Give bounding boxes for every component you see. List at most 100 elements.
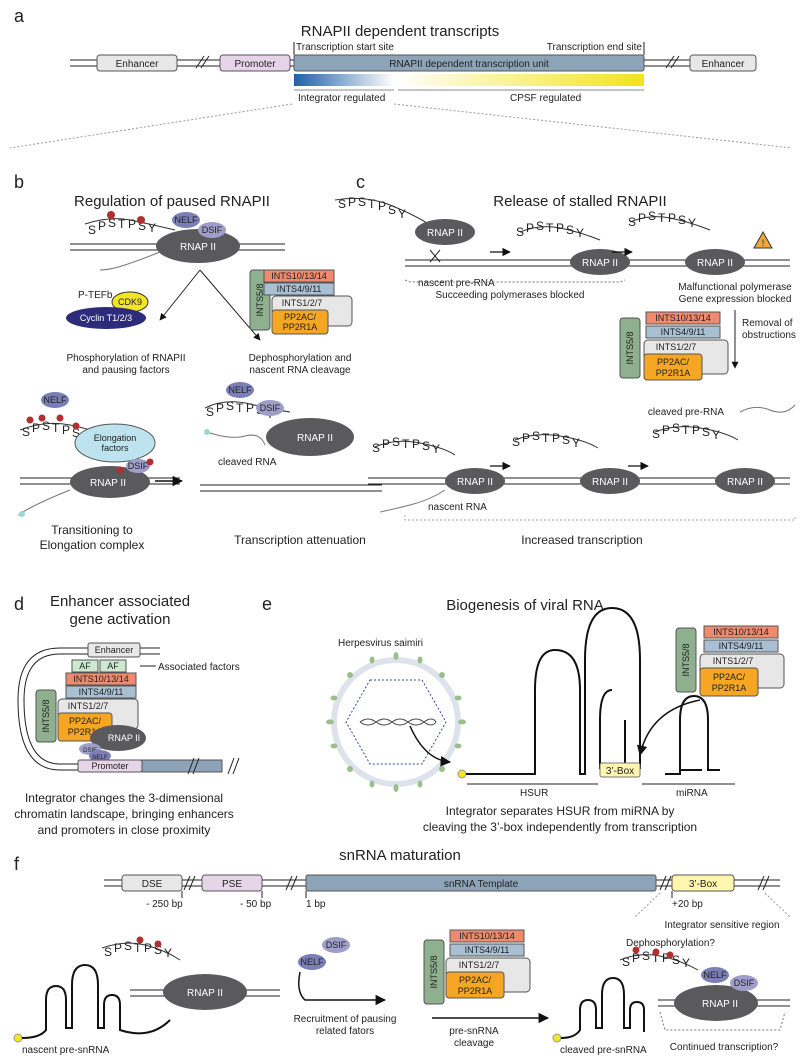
rnap-ii (685, 249, 745, 275)
dephosphorylation-label: Dephosphorylation? (626, 938, 715, 949)
cleavage-label-1: pre-snRNA (449, 1026, 499, 1037)
svg-text:RNAP II: RNAP II (582, 258, 618, 269)
virus-label: Herpesvirus saimiri (338, 638, 423, 649)
p20-label: +20 bp (672, 899, 703, 910)
svg-text:NELF: NELF (43, 395, 67, 405)
svg-text:S: S (532, 429, 540, 443)
panel-d-caption-1: Integrator changes the 3-dimensional (25, 791, 223, 805)
enhancer-box (87, 642, 141, 658)
promoter-box (219, 54, 291, 72)
integrator-complex-e: INTS5/8 INTS10/13/14 INTS4/9/11 INTS1/2/… (675, 625, 785, 697)
panel-c-label: c (356, 172, 365, 192)
svg-text:S: S (672, 953, 680, 967)
svg-text:S: S (388, 203, 396, 217)
svg-text:PP2AC/: PP2AC/ (657, 357, 690, 367)
sensitive-region-label: Integrator sensitive region (664, 920, 779, 931)
svg-text:P: P (662, 423, 670, 437)
svg-text:T: T (368, 197, 376, 211)
svg-text:Y: Y (572, 436, 580, 450)
af-box (99, 659, 127, 673)
svg-text:RNAP II: RNAP II (297, 433, 333, 444)
svg-text:S: S (108, 216, 116, 230)
hsur-label: HSUR (520, 788, 548, 799)
malfunction-label-1: Malfunctional polymerase (678, 282, 792, 293)
cleaved-pre-snrna-label: cleaved pre-snRNA (560, 1045, 647, 1056)
rnap-ii (70, 466, 150, 498)
cleavage-label-2: cleavage (454, 1038, 494, 1049)
af-box (71, 659, 99, 673)
svg-text:P: P (632, 951, 640, 965)
dsif (730, 975, 758, 991)
svg-text:DSE: DSE (142, 879, 163, 890)
rnap-ii (266, 418, 354, 456)
cleaved-hairpins (560, 976, 645, 1039)
svg-text:INTS1/2/7: INTS1/2/7 (656, 342, 697, 352)
svg-text:RNAP II: RNAP II (727, 477, 763, 488)
unit-label: RNAPII dependent transcription unit (389, 59, 549, 70)
integrator-complex-c: INTS5/8 INTS10/13/14 INTS4/9/11 INTS1/2/… (619, 311, 729, 381)
svg-text:INTS4/9/11: INTS4/9/11 (465, 945, 510, 955)
rnap-ii (674, 985, 758, 1021)
dsif (126, 459, 150, 473)
svg-text:Promoter: Promoter (91, 761, 128, 771)
mirna-hairpin (665, 694, 720, 775)
rnap-ii (90, 725, 146, 751)
hsur-hairpin (466, 606, 641, 775)
panel-e: e Biogenesis of viral RNA Herpesvirus sa… (262, 594, 785, 834)
svg-text:INTS10/13/14: INTS10/13/14 (271, 271, 327, 281)
cpsf-regulated-label: CPSF regulated (510, 93, 581, 104)
svg-text:INTS5/8: INTS5/8 (255, 283, 265, 316)
phospho-dot (38, 414, 46, 422)
svg-text:INTS5/8: INTS5/8 (429, 955, 439, 988)
cleaved-pre-rna-label: cleaved pre-RNA (648, 407, 724, 418)
svg-text:T: T (682, 423, 690, 437)
svg-text:S: S (372, 441, 380, 455)
svg-text:DSIF: DSIF (83, 748, 97, 754)
svg-text:P: P (98, 219, 106, 233)
integrator-complex-f: INTS5/8 INTS10/13/14 INTS4/9/11 INTS1/2/… (423, 929, 531, 1005)
svg-text:P: P (522, 431, 530, 445)
3-box (599, 762, 641, 778)
attenuation-label: Transcription attenuation (234, 533, 366, 547)
svg-text:Y: Y (148, 221, 156, 235)
snrna-template (305, 874, 657, 892)
svg-text:INTS4/9/11: INTS4/9/11 (277, 284, 322, 294)
svg-text:T: T (118, 217, 126, 231)
panel-e-caption-1: Integrator separates HSUR from miRNA by (446, 804, 675, 818)
nelf (89, 750, 111, 762)
panel-a: a RNAPII dependent transcripts Enhancer … (9, 6, 793, 149)
svg-text:Y: Y (682, 956, 690, 970)
phospho-dot (56, 414, 64, 422)
svg-text:Y: Y (398, 207, 406, 221)
svg-text:S: S (88, 223, 96, 237)
svg-text:P: P (348, 195, 356, 209)
3-box (671, 874, 735, 892)
phospho-dot (26, 416, 34, 424)
associated-factors-label: Associated factors (158, 662, 240, 673)
svg-text:Y: Y (164, 946, 172, 960)
phospho-dot (72, 422, 80, 430)
nelf (701, 967, 729, 983)
svg-text:S: S (206, 405, 214, 419)
svg-text:RNAP II: RNAP II (427, 228, 463, 239)
panel-f-label: f (14, 854, 20, 874)
svg-text:P: P (662, 951, 670, 965)
svg-text:NELF: NELF (92, 755, 108, 761)
svg-text:S: S (512, 435, 520, 449)
dsif (256, 400, 284, 416)
svg-text:DSIF: DSIF (202, 225, 223, 235)
svg-text:P: P (32, 421, 40, 435)
svg-text:S: S (226, 399, 234, 413)
integrator-gradient (294, 74, 394, 86)
svg-text:P: P (114, 941, 122, 955)
cyclin (66, 307, 146, 329)
svg-text:P: P (216, 401, 224, 415)
svg-text:DSIF: DSIF (128, 461, 149, 471)
cleaved-rna-label: cleaved RNA (218, 457, 277, 468)
svg-text:S: S (154, 943, 162, 957)
svg-text:INTS10/13/14: INTS10/13/14 (73, 674, 129, 684)
svg-text:INTS1/2/7: INTS1/2/7 (713, 656, 754, 666)
